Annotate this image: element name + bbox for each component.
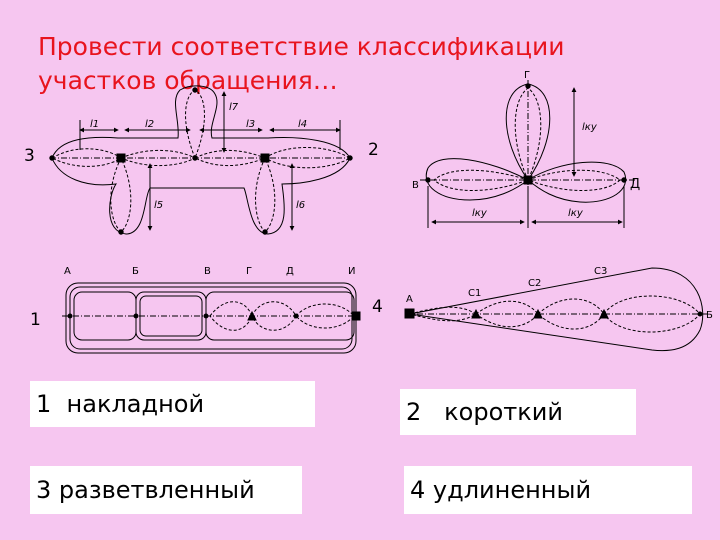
label-c3: С3 xyxy=(594,266,607,277)
diagram-1-labels: А Б В Г Д И xyxy=(64,266,355,277)
diagram-4-elongated xyxy=(404,267,708,352)
label-l4: l4 xyxy=(298,119,307,130)
answer-text-1: накладной xyxy=(66,390,205,418)
diagram-4-node xyxy=(404,308,415,319)
label-lku-right: lку xyxy=(568,208,584,219)
answer-text-3: разветвленный xyxy=(58,476,255,504)
answer-number-1: 1 xyxy=(36,390,52,418)
slide-title: Провести соответствие классификации учас… xyxy=(38,30,678,98)
answer-number-3: 3 xyxy=(36,476,52,504)
diagram-2-right-lobe xyxy=(527,161,627,203)
point-label-d1: Д xyxy=(286,266,294,277)
point-label-v: В xyxy=(412,180,419,191)
diagram-number-4: 4 xyxy=(372,297,383,317)
label-l7: l7 xyxy=(229,102,239,113)
diagram-number-1: 1 xyxy=(30,310,41,330)
diagram-number-3: 3 xyxy=(24,146,35,166)
diagram-3-node-2 xyxy=(260,153,270,163)
diagram-1-overlapping xyxy=(62,282,361,354)
label-lku-left: lку xyxy=(472,208,488,219)
diagram-1-section-ab xyxy=(73,291,137,341)
diagram-1-node xyxy=(351,311,361,321)
label-lku-vertical: lку xyxy=(582,122,598,133)
point-label-g1: Г xyxy=(246,266,252,277)
point-label-v1: В xyxy=(204,266,211,277)
point-label-g: Г xyxy=(524,70,530,81)
point-label-i: И xyxy=(348,266,355,277)
answer-text-4: удлиненный xyxy=(432,476,592,504)
label-c1: С1 xyxy=(468,288,481,299)
label-l5: l5 xyxy=(154,200,163,211)
answer-text-2: короткий xyxy=(444,398,563,426)
label-l3: l3 xyxy=(246,119,255,130)
answer-box-1: 1 накладной xyxy=(30,381,315,427)
diagram-3-node-1 xyxy=(116,153,126,163)
diagram-4-outline xyxy=(409,267,704,352)
diagram-2-labels: Г В Д lку lку lку xyxy=(412,70,640,219)
diagram-2-node xyxy=(523,175,533,185)
answer-number-4: 4 xyxy=(410,476,426,504)
point-label-a4: А xyxy=(406,294,413,305)
diagram-2-left-lobe xyxy=(425,158,529,201)
point-label-b4: Б xyxy=(706,310,713,321)
title-line-2: участков обращения… xyxy=(38,66,338,95)
answer-box-4: 4 удлиненный xyxy=(404,466,692,514)
diagram-4-labels: А Б С1 С2 С3 xyxy=(406,266,713,321)
label-l1: l1 xyxy=(90,119,99,130)
label-l6: l6 xyxy=(296,200,305,211)
point-label-d: Д xyxy=(630,177,640,192)
diagram-3-labels: l1 l2 l7 l3 l4 l5 l6 xyxy=(90,102,307,211)
answer-box-2: 2 короткий xyxy=(400,389,636,435)
point-label-a: А xyxy=(64,266,71,277)
diagram-1-outer xyxy=(65,282,357,354)
diagram-3-lobes xyxy=(51,89,351,233)
answer-number-2: 2 xyxy=(406,398,422,426)
diagram-2-short xyxy=(420,80,636,228)
label-c2: С2 xyxy=(528,278,541,289)
point-label-b: Б xyxy=(132,266,139,277)
diagram-3-branched xyxy=(49,85,353,235)
diagram-3-outline xyxy=(51,85,351,235)
label-l2: l2 xyxy=(145,119,154,130)
title-line-1: Провести соответствие классификации xyxy=(38,32,565,61)
diagram-number-2: 2 xyxy=(368,140,379,160)
answer-box-3: 3 разветвленный xyxy=(30,466,302,514)
